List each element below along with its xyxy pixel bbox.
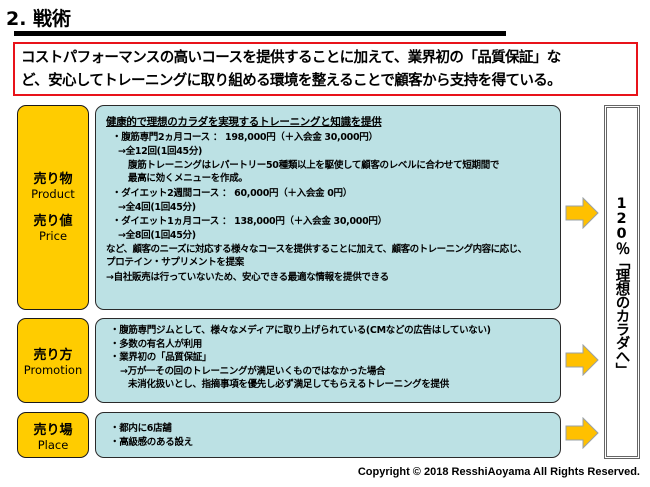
place-label-en: Place — [37, 438, 69, 452]
result-text: 120％「理想のカラダへ」 — [613, 196, 630, 376]
place-label: 売り場 Place — [17, 412, 89, 458]
product-content-box: 健康的で理想のカラダを実現するトレーニングと知識を提供 ・腹筋専門2ヵ月コース … — [95, 105, 561, 310]
promotion-line-guarantee-desc-1: →万が一その回のトレーニングが満足いくものではなかった場合 — [120, 365, 386, 377]
arrow-right-icon — [565, 344, 599, 376]
promotion-content-box: ・腹筋専門ジムとして、様々なメディアに取り上げられている(CMなどの広告はしてい… — [95, 318, 561, 403]
course-abs-sessions: →全12回(1回45分) — [118, 146, 203, 157]
course-diet-1month-sessions: →全8回(1回45分) — [118, 230, 196, 241]
promotion-label-jp: 売り方 — [33, 348, 73, 363]
course-abs-desc-1: 腹筋トレーニングはレパートリー50種類以上を駆使して顧客のレベルに合わせて短期間… — [128, 160, 500, 171]
product-label-jp: 売り物 — [33, 172, 73, 187]
page-title: 2. 戦術 — [6, 8, 72, 30]
place-content-box: ・都内に6店舗 ・高級感のある設え — [95, 412, 561, 458]
arrow-right-icon — [565, 197, 599, 229]
summary-line-2: ど、安心してトレーニングに取り組める環境を整えることで顧客から支持を得ている。 — [21, 73, 562, 89]
summary-line-1: コストパフォーマンスの高いコースを提供することに加えて、業界初の「品質保証」な — [21, 50, 561, 66]
product-note-1: など、顧客のニーズに対応する様々なコースを提供することに加えて、顧客のトレーニン… — [106, 244, 527, 255]
price-label-jp: 売り値 — [33, 214, 73, 229]
promotion-line-media: ・腹筋専門ジムとして、様々なメディアに取り上げられている(CMなどの広告はしてい… — [110, 325, 491, 336]
product-price-label: 売り物 Product 売り値 Price — [17, 105, 89, 310]
course-abs-2month: ・腹筋専門2ヵ月コース ： 198,000円（＋入会金 30,000円） — [112, 132, 378, 143]
place-line-interior: ・高級感のある設え — [110, 436, 193, 448]
result-box: 120％「理想のカラダへ」 — [604, 105, 640, 459]
promotion-label: 売り方 Promotion — [17, 318, 89, 403]
promotion-label-en: Promotion — [23, 363, 83, 377]
place-line-stores: ・都内に6店舗 — [110, 423, 172, 434]
copyright: Copyright © 2018 ResshiAoyama All Rights… — [357, 466, 640, 478]
product-heading: 健康的で理想のカラダを実現するトレーニングと知識を提供 — [106, 116, 382, 128]
promotion-line-celebrities: ・多数の有名人が利用 — [110, 338, 203, 350]
arrow-right-icon — [565, 417, 599, 449]
place-label-jp: 売り場 — [33, 423, 73, 438]
price-label-en: Price — [38, 229, 68, 243]
promotion-line-guarantee: ・業界初の「品質保証」 — [110, 352, 212, 363]
course-diet-1month: ・ダイエット1ヵ月コース ： 138,000円（＋入会金 30,000円） — [112, 216, 387, 227]
promotion-line-guarantee-desc-2: 未消化扱いとし、指摘事項を優先し必ず満足してもらえるトレーニングを提供 — [128, 378, 449, 390]
course-diet-2week-sessions: →全4回(1回45分) — [118, 202, 196, 213]
course-diet-2week: ・ダイエット2週間コース ： 60,000円（＋入会金 0円） — [112, 188, 352, 199]
product-note-3: →自社販売は行っていないため、安心できる最適な情報を提供できる — [106, 272, 389, 283]
title-underline — [14, 31, 506, 36]
summary-box: コストパフォーマンスの高いコースを提供することに加えて、業界初の「品質保証」な … — [13, 42, 638, 96]
product-note-2: プロテイン・サプリメントを提案 — [106, 257, 245, 268]
product-label-en: Product — [31, 187, 75, 201]
course-abs-desc-2: 最高に効くメニューを作成。 — [128, 173, 248, 184]
